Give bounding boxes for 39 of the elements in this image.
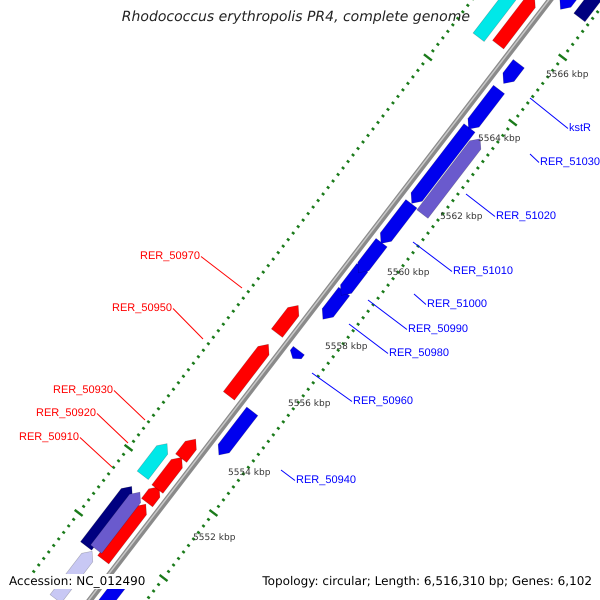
leader-line [530,98,568,129]
gene-label: RER_50940 [296,474,356,487]
tick-label: 5564 kbp [478,134,520,145]
leader-line [280,470,296,481]
leader-line [530,154,540,163]
tick-label: 5566 kbp [546,70,588,81]
info-text: Topology: circular; Length: 6,516,310 bp; Genes: 6,102 [262,574,592,589]
gene-label: RER_51010 [453,265,513,278]
leader-line [312,372,352,402]
tick-label: 5560 kbp [387,268,430,279]
tick-label: 5558 kbp [325,342,368,353]
gene-label: RER_51030 [540,156,600,169]
leader-line [114,390,146,420]
gene-label: RER_50950 [112,302,172,315]
gene-label: RER_50990 [408,323,468,336]
leader-line [348,324,388,354]
leader-line [200,256,242,288]
gene-label: RER_51020 [496,210,556,223]
gene-label: kstR [569,122,591,135]
leader-line [80,437,112,468]
leader-line [368,300,408,330]
leader-line [96,413,128,444]
tick-label: 5556 kbp [288,399,330,410]
gene-label: RER_50980 [389,347,449,360]
gene-label: RER_50970 [140,250,200,263]
tick-label: 5554 kbp [228,468,270,479]
leader-line [466,194,496,217]
gene-label: RER_51000 [427,298,487,311]
gene-label: RER_50960 [353,395,413,408]
gene-label: RER_50930 [53,384,113,397]
leader-line [412,242,452,272]
leader-line [414,294,426,305]
gene-label: RER_50920 [36,407,96,420]
leader-line [172,308,204,340]
map-title: Rhodococcus erythropolis PR4, complete genome [122,9,470,26]
info-text: Accession: NC_012490 [9,574,146,589]
tick-label: 5562 kbp [440,212,482,223]
gene-label: RER_50910 [19,431,79,444]
tick-label: 5552 kbp [193,533,236,544]
